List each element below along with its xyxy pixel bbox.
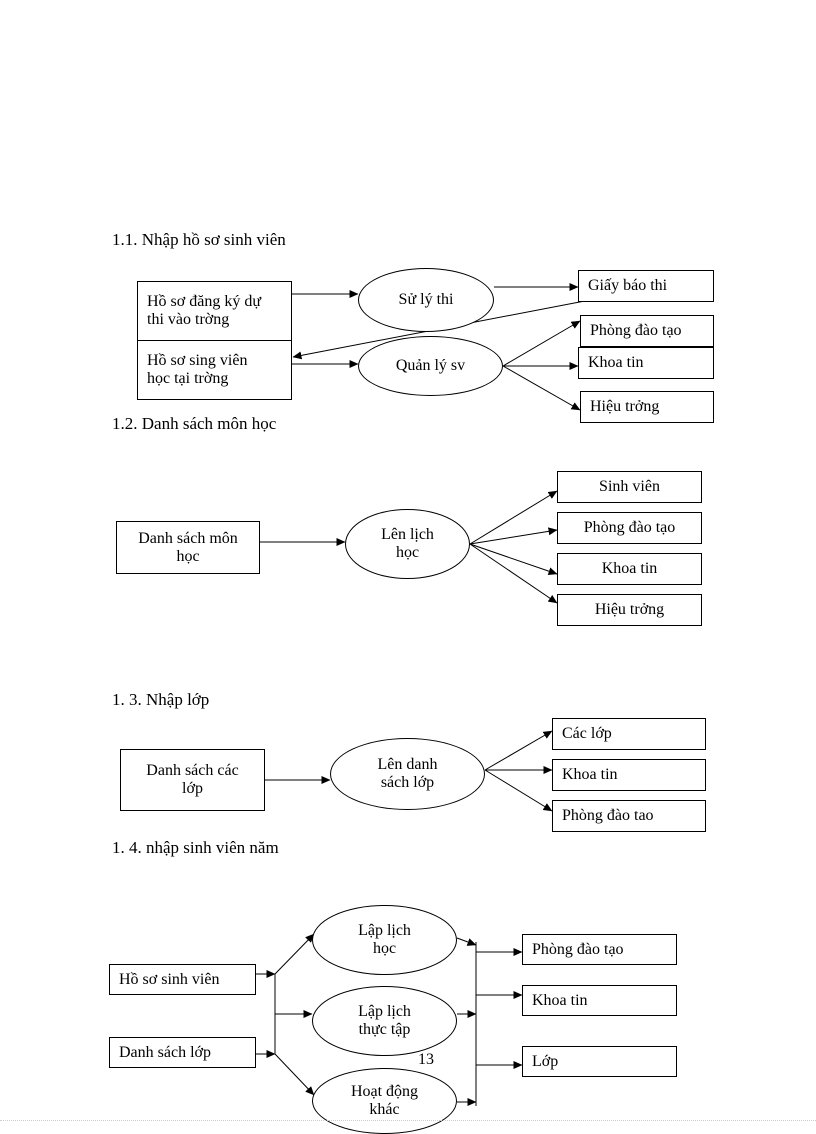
study-schedule-oval: Lập lịch học (312, 905, 457, 975)
page-bottom-edge (0, 1120, 816, 1121)
class-list-box: Danh sách các lớp (120, 749, 265, 811)
section-1-heading: 1.1. Nhập hồ sơ sinh viên (112, 230, 286, 249)
arrow-manage-to-principal (502, 365, 581, 411)
training-office-box: Phòng đào tạo (580, 315, 714, 347)
students-box: Sinh viên (557, 471, 702, 503)
other-activities-oval: Hoạt động khác (312, 1068, 457, 1134)
arrow-manage-to-office (502, 320, 581, 367)
it-faculty-box: Khoa tin (557, 553, 702, 585)
training-office-box: Phòng đào tạo (557, 512, 702, 544)
arrow-list-to-office (484, 769, 553, 812)
exam-notice-box: Giấy báo thi (578, 270, 714, 302)
schedule-study-oval: Lên lịch học (345, 509, 470, 579)
arrow-schedule-to-students (469, 490, 558, 545)
arrow-schedule-to-faculty (469, 543, 558, 576)
section-4-heading: 1. 4. nhập sinh viên năm (112, 838, 279, 857)
arrow-schedule-to-principal (469, 543, 558, 604)
arrow-bus-to-study (274, 933, 315, 975)
arrow-schedule-to-office (469, 527, 558, 545)
student-records-box: Hồ sơ sinh viên (109, 964, 256, 995)
build-class-list-oval: Lên danh sách lớp (330, 738, 485, 810)
classes-box: Các lớp (552, 718, 706, 750)
exam-processing-oval: Sử lý thi (358, 268, 494, 332)
arrow-list-to-classes (484, 730, 553, 771)
it-faculty-box: Khoa tin (552, 759, 706, 791)
it-faculty-box: Khoa tin (522, 985, 677, 1016)
subject-list-box: Danh sách môn học (116, 521, 260, 574)
arrow-bus-to-other (274, 1053, 315, 1096)
it-faculty-box: Khoa tin (578, 347, 714, 379)
internship-schedule-oval: Lập lịch thực tập (312, 986, 457, 1056)
student-management-oval: Quản lý sv (358, 336, 503, 396)
training-office-box: Phòng đào tạo (522, 934, 677, 965)
principal-box: Hiệu trởng (580, 391, 714, 423)
arrow-study-to-rightbus (456, 937, 477, 946)
section-3-heading: 1. 3. Nhập lớp (112, 690, 210, 709)
registration-records-box: Hồ sơ đăng ký dự thi vào trờng (137, 281, 292, 341)
class-box: Lớp (522, 1046, 677, 1077)
section-2-heading: 1.2. Danh sách môn học (112, 414, 277, 433)
training-office-box: Phòng đào tao (552, 800, 706, 832)
principal-box: Hiệu trởng (557, 594, 702, 626)
class-list-box: Danh sách lớp (109, 1037, 256, 1068)
page-number: 13 (418, 1051, 434, 1068)
student-records-box: Hồ sơ sing viên học tại trờng (137, 340, 292, 400)
